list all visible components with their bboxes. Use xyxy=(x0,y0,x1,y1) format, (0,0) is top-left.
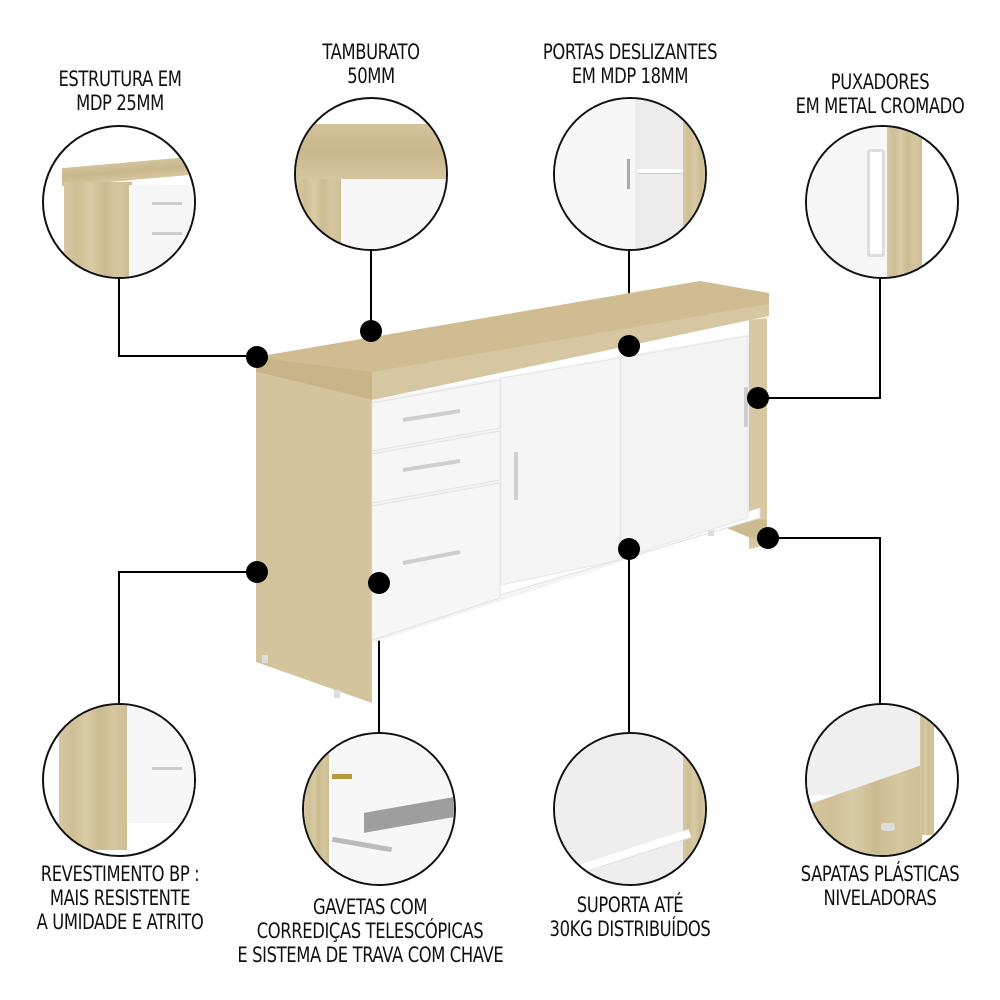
callout-label-estrutura: ESTRUTURA EM MDP 25MM xyxy=(26,67,213,115)
callout-label-gavetas: GAVETAS COM CORREDIÇAS TELESCÓPICAS E SI… xyxy=(237,895,504,967)
callout-dot-estrutura xyxy=(246,346,268,368)
callout-dot-gavetas xyxy=(368,572,390,594)
label-line: EM MDP 18MM xyxy=(571,64,689,88)
label-line: EM METAL CROMADO xyxy=(795,94,965,118)
callout-dot-suporta xyxy=(618,538,640,560)
callout-dot-puxadores xyxy=(747,387,769,409)
callout-label-revestimento: REVESTIMENTO BP : MAIS RESISTENTE A UMID… xyxy=(26,862,213,934)
detail-circle-tamburato xyxy=(294,97,448,251)
detail-circle-estrutura xyxy=(42,125,196,279)
label-line: PUXADORES xyxy=(830,70,930,94)
detail-circle-revestimento xyxy=(42,703,196,857)
label-line: 50MM xyxy=(347,64,395,88)
label-line: CORREDIÇAS TELESCÓPICAS xyxy=(256,919,484,943)
label-line: MAIS RESISTENTE xyxy=(49,886,191,910)
label-line: NIVELADORAS xyxy=(823,886,937,910)
detail-circle-portas xyxy=(553,97,707,251)
callout-label-tamburato: TAMBURATO 50MM xyxy=(277,40,464,88)
label-line: PORTAS DESLIZANTES xyxy=(542,40,718,64)
label-line: ESTRUTURA EM xyxy=(58,67,182,91)
callout-dot-revestimento xyxy=(246,561,268,583)
detail-circle-gavetas xyxy=(302,732,456,886)
callout-dot-portas xyxy=(618,335,640,357)
callout-label-puxadores: PUXADORES EM METAL CROMADO xyxy=(763,70,997,118)
label-line: REVESTIMENTO BP : xyxy=(40,862,200,886)
callout-dot-tamburato xyxy=(360,320,382,342)
label-line: GAVETAS COM xyxy=(312,895,428,919)
label-line: SUPORTA ATÉ xyxy=(576,893,684,917)
label-line: 30KG DISTRIBUÍDOS xyxy=(549,917,711,941)
detail-circle-sapatas xyxy=(805,703,959,857)
label-line: A UMIDADE E ATRITO xyxy=(36,910,204,934)
callout-label-portas: PORTAS DESLIZANTES EM MDP 18MM xyxy=(513,40,747,88)
detail-circle-puxadores xyxy=(805,125,959,279)
label-line: TAMBURATO xyxy=(322,40,420,64)
label-line: SAPATAS PLÁSTICAS xyxy=(800,862,960,886)
label-line: MDP 25MM xyxy=(76,91,164,115)
callout-label-sapatas: SAPATAS PLÁSTICAS NIVELADORAS xyxy=(771,862,989,910)
callout-label-suporta: SUPORTA ATÉ 30KG DISTRIBUÍDOS xyxy=(521,893,739,941)
callout-dot-sapatas xyxy=(757,527,779,549)
label-line: E SISTEMA DE TRAVA COM CHAVE xyxy=(237,943,504,967)
detail-circle-suporta xyxy=(553,732,707,886)
